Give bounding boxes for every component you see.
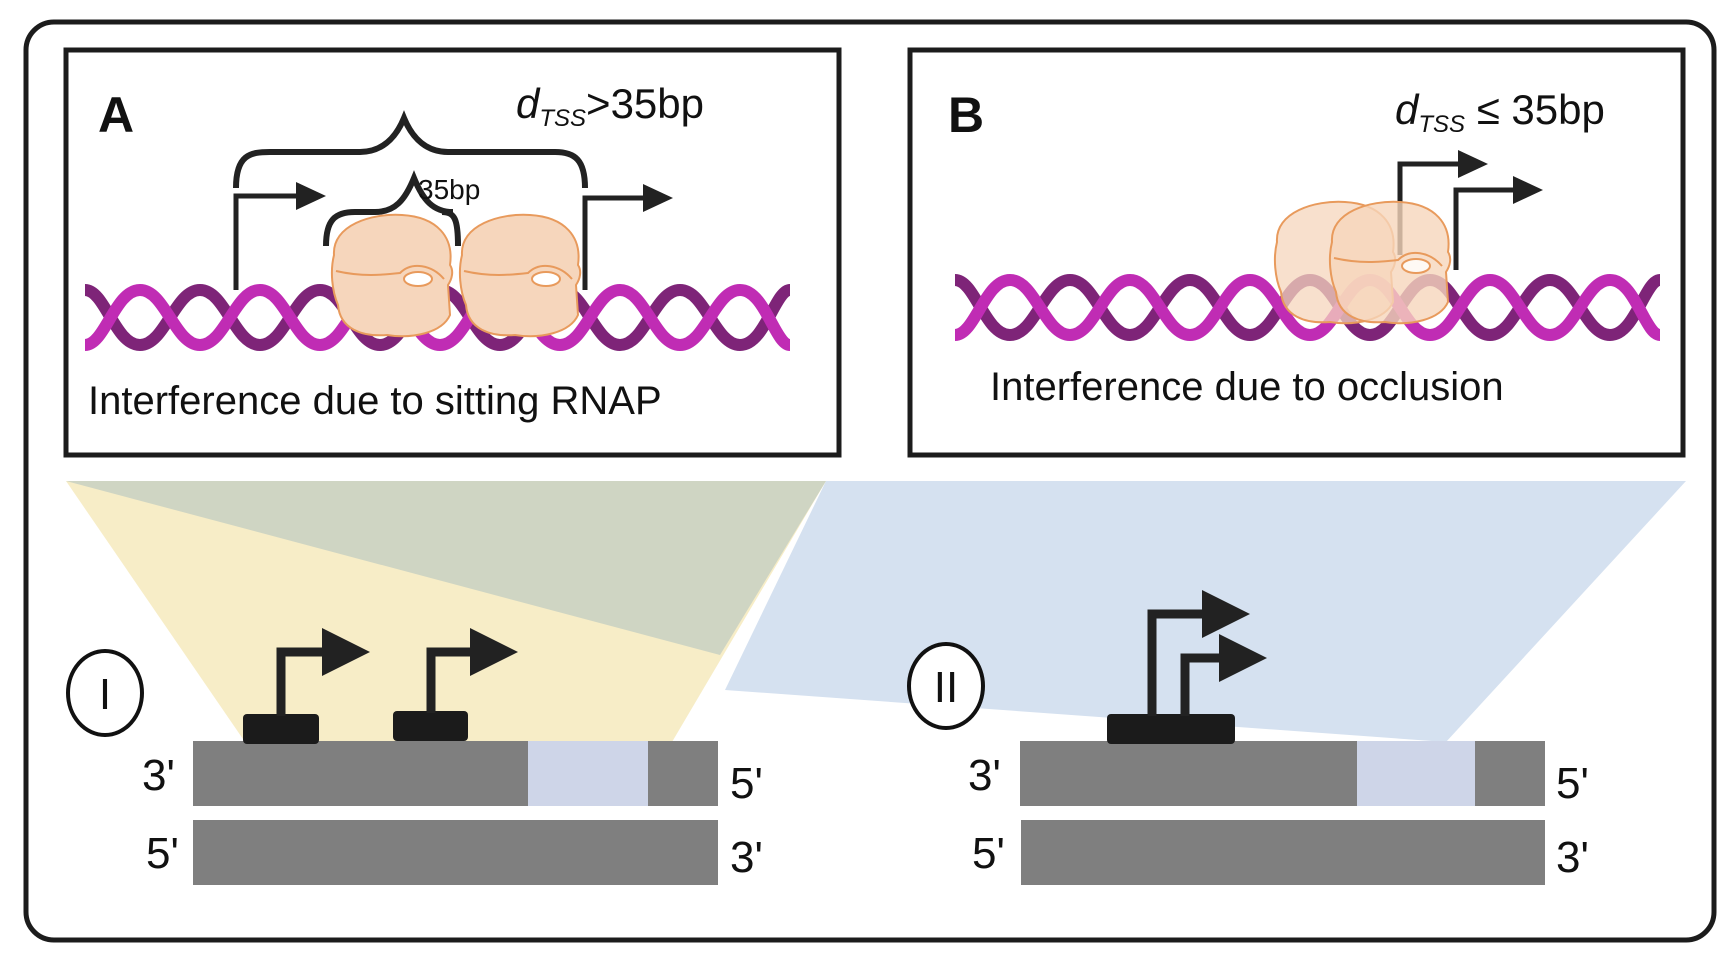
top-right-end-2: 5' bbox=[1556, 759, 1589, 808]
outer-frame bbox=[23, 19, 1717, 943]
top-right-end-1: 5' bbox=[730, 759, 763, 808]
promoter-arrow-2a-line bbox=[1147, 609, 1210, 716]
promoter-arrow-1a-line bbox=[276, 647, 328, 716]
tss-arrow-b2-line bbox=[1453, 187, 1515, 270]
tss-arrow-b2-head bbox=[1513, 176, 1543, 204]
panel-a-caption: Interference due to sitting RNAP bbox=[88, 379, 662, 423]
tss-arrow-b1-head bbox=[1458, 150, 1488, 178]
panel-b: B dTSS ≤ 35bp Interference due to occlus… bbox=[907, 47, 1686, 458]
scenario-1-numeral: I bbox=[99, 670, 111, 719]
highlight-segment-2 bbox=[1357, 741, 1475, 806]
promoter-arrow-1b-head bbox=[470, 628, 518, 676]
condition-relation: ≤ 35bp bbox=[1465, 86, 1605, 133]
rnap-1 bbox=[330, 213, 454, 338]
scenario-1: I 3' 5' 5' 3' bbox=[66, 628, 763, 885]
tss-arrow-2-head bbox=[643, 184, 673, 212]
highlight-segment-1 bbox=[528, 741, 648, 806]
bottom-strand-2 bbox=[1021, 820, 1545, 885]
inner-brace-label: 35bp bbox=[418, 174, 480, 205]
promoter-block-1a bbox=[243, 714, 319, 744]
panel-b-letter: B bbox=[948, 87, 984, 143]
promoter-arrow-2b-head bbox=[1219, 634, 1267, 682]
tss-subscript: TSS bbox=[539, 105, 586, 132]
panel-a-frame bbox=[63, 47, 842, 458]
promoter-arrow-2a-head bbox=[1202, 590, 1250, 638]
tss-arrow-1-head bbox=[296, 182, 326, 210]
panel-a: A dTSS>35bp 35bp Interference due to sit… bbox=[63, 47, 842, 458]
bottom-left-end-2: 5' bbox=[972, 829, 1005, 878]
bottom-strand-1 bbox=[193, 820, 718, 885]
scenario-2: II 3' 5' 5' 3' bbox=[907, 590, 1589, 885]
tss-subscript: TSS bbox=[1418, 111, 1465, 138]
promoter-arrow-1a-head bbox=[322, 628, 370, 676]
top-left-end-1: 3' bbox=[142, 751, 175, 800]
promoter-block-1b bbox=[393, 711, 468, 741]
promoter-arrow-1b-line bbox=[426, 647, 475, 713]
outer-brace bbox=[233, 110, 588, 189]
scenario-2-numeral: II bbox=[934, 663, 958, 712]
promoter-block-2 bbox=[1107, 714, 1235, 744]
panel-a-condition: dTSS>35bp bbox=[516, 80, 704, 132]
rnap-b2 bbox=[1328, 200, 1452, 325]
panel-b-caption: Interference due to occlusion bbox=[990, 365, 1504, 409]
rnap-2 bbox=[458, 213, 582, 338]
inner-brace bbox=[323, 170, 461, 247]
scenario-1-badge bbox=[66, 649, 144, 737]
zoom-funnel-overlap bbox=[66, 481, 826, 655]
panel-a-letter: A bbox=[98, 87, 134, 143]
tss-arrow-1-line bbox=[233, 193, 298, 290]
d-symbol: d bbox=[1395, 86, 1420, 133]
bottom-left-end-1: 5' bbox=[146, 829, 179, 878]
scenario-2-badge bbox=[907, 642, 985, 730]
panel-b-condition: dTSS ≤ 35bp bbox=[1395, 86, 1605, 138]
tss-arrow-2-line bbox=[582, 195, 645, 290]
d-symbol: d bbox=[516, 80, 541, 127]
top-left-end-2: 3' bbox=[968, 751, 1001, 800]
condition-relation: >35bp bbox=[586, 80, 704, 127]
bottom-right-end-2: 3' bbox=[1556, 833, 1589, 882]
promoter-arrow-2b-line bbox=[1180, 653, 1226, 716]
bottom-right-end-1: 3' bbox=[730, 833, 763, 882]
